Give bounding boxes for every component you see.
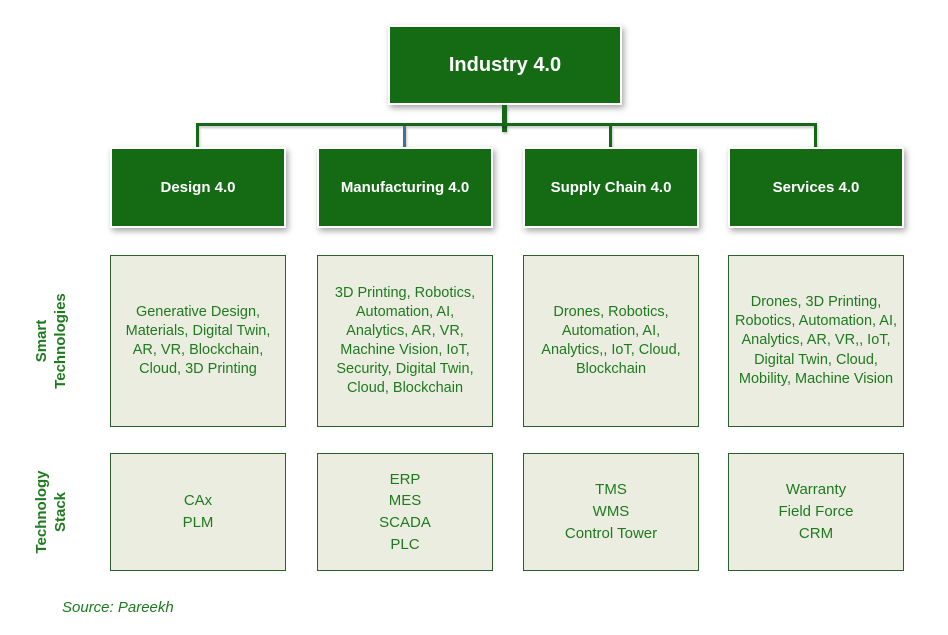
- connector-drop-supply-chain: [609, 126, 612, 147]
- connector-horizontal-line: [196, 123, 817, 126]
- branch-header-services: Services 4.0: [728, 147, 904, 228]
- branch-header-label: Design 4.0: [160, 179, 236, 196]
- branch-header-label: Supply Chain 4.0: [550, 179, 672, 196]
- technology-stack-services: Warranty Field Force CRM: [728, 453, 904, 571]
- smart-technologies-manufacturing: 3D Printing, Robotics, Automation, AI, A…: [317, 255, 493, 427]
- branch-header-label: Manufacturing 4.0: [340, 179, 470, 196]
- connector-root-stub: [502, 105, 507, 132]
- row-label-technology-stack: Technology Stack: [33, 470, 69, 554]
- source-credit: Source: Pareekh: [62, 599, 174, 616]
- branch-header-label: Services 4.0: [772, 179, 860, 196]
- smart-technologies-services: Drones, 3D Printing, Robotics, Automatio…: [728, 255, 904, 427]
- smart-technologies-supply-chain: Drones, Robotics, Automation, AI, Analyt…: [523, 255, 699, 427]
- branch-header-manufacturing: Manufacturing 4.0: [317, 147, 493, 228]
- branch-header-supply-chain: Supply Chain 4.0: [523, 147, 699, 228]
- connector-drop-services: [814, 126, 817, 147]
- smart-technologies-design: Generative Design, Materials, Digital Tw…: [110, 255, 286, 427]
- technology-stack-supply-chain: TMS WMS Control Tower: [523, 453, 699, 571]
- technology-stack-design: CAx PLM: [110, 453, 286, 571]
- connector-drop-manufacturing: [403, 126, 406, 147]
- root-node-industry: Industry 4.0: [388, 25, 622, 105]
- root-node-label: Industry 4.0: [448, 53, 562, 76]
- technology-stack-manufacturing: ERP MES SCADA PLC: [317, 453, 493, 571]
- branch-header-design: Design 4.0: [110, 147, 286, 228]
- connector-drop-design: [196, 126, 199, 147]
- row-label-smart-technologies: Smart Technologies: [33, 293, 69, 389]
